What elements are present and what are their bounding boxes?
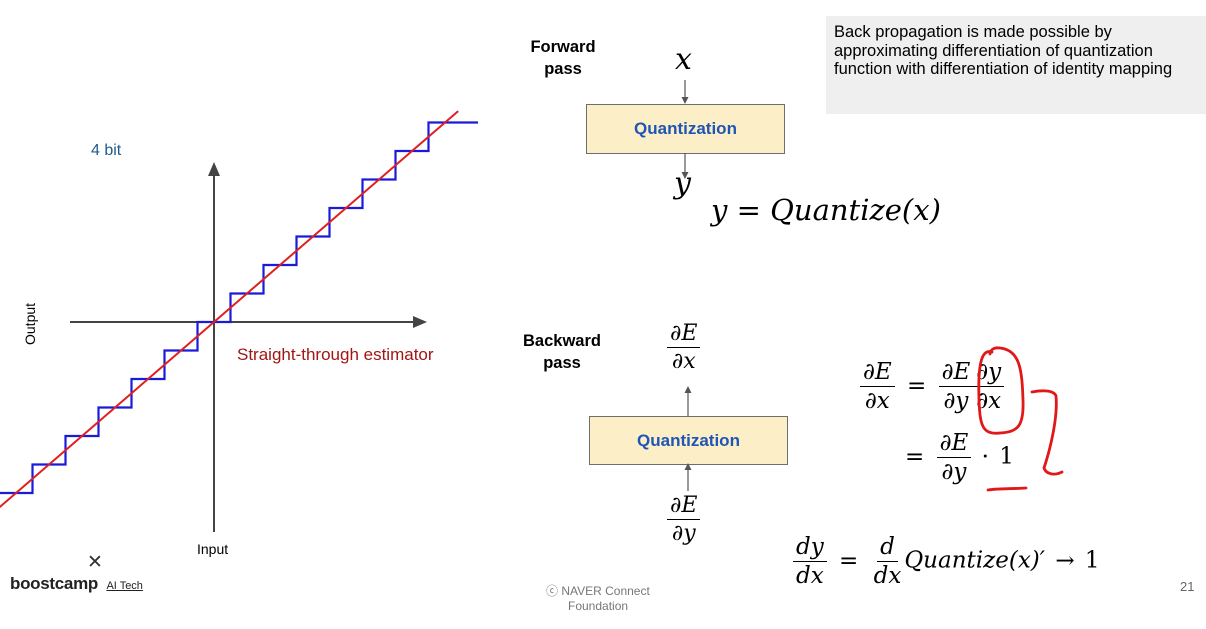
backward-top-fraction: ∂E∂x <box>667 322 701 373</box>
close-icon[interactable]: ✕ <box>87 552 103 573</box>
straight-through-estimator-line <box>0 110 459 509</box>
chain-rule-line-2: = ∂E∂y · 1 <box>905 430 1014 486</box>
quantization-chart <box>0 110 478 532</box>
boostcamp-logo: boostcamp AI Tech <box>10 574 143 594</box>
forward-equation: y = Quantize(x) <box>711 193 941 227</box>
forward-arrow-out <box>681 153 689 179</box>
y-axis-label: Output <box>22 302 38 345</box>
note-text: Back propagation is made possible by app… <box>834 23 1173 79</box>
handwritten-annotation <box>977 346 1064 492</box>
backward-arrow-up-bottom <box>684 463 692 491</box>
logo-subtext: AI Tech <box>106 580 143 592</box>
copyright-text: ⓒ NAVER Connect Foundation <box>546 584 650 613</box>
chart-axes <box>70 162 427 532</box>
backward-pass-label: Backward pass <box>523 332 601 373</box>
forward-y-symbol: y <box>674 166 691 201</box>
quantize-staircase-line <box>0 121 478 495</box>
logo-text: boostcamp <box>10 574 98 593</box>
bracket-mark <box>1030 389 1064 476</box>
backward-arrow-up-top <box>684 386 692 416</box>
forward-x-symbol: x <box>675 42 692 77</box>
x-axis-arrowhead <box>413 316 427 328</box>
chart-title: 4 bit <box>91 142 122 159</box>
chain-rule-line-1: ∂E∂x = ∂E∂y∂y∂x <box>860 360 1005 413</box>
underline-mark <box>986 486 1028 492</box>
forward-quantization-box: Quantization <box>586 104 785 154</box>
chart-annotation: Straight-through estimator <box>237 345 434 364</box>
forward-pass-label: Forward pass <box>530 38 596 79</box>
note-box: Back propagation is made possible by app… <box>826 16 1206 114</box>
backward-quantization-box: Quantization <box>589 416 788 465</box>
forward-arrow-in <box>681 80 689 104</box>
backward-bottom-fraction: ∂E∂y <box>667 494 701 545</box>
circle-mark <box>977 346 1025 435</box>
x-axis-label: Input <box>197 541 229 557</box>
y-axis-arrowhead <box>208 162 220 176</box>
page-number: 21 <box>1180 579 1195 594</box>
